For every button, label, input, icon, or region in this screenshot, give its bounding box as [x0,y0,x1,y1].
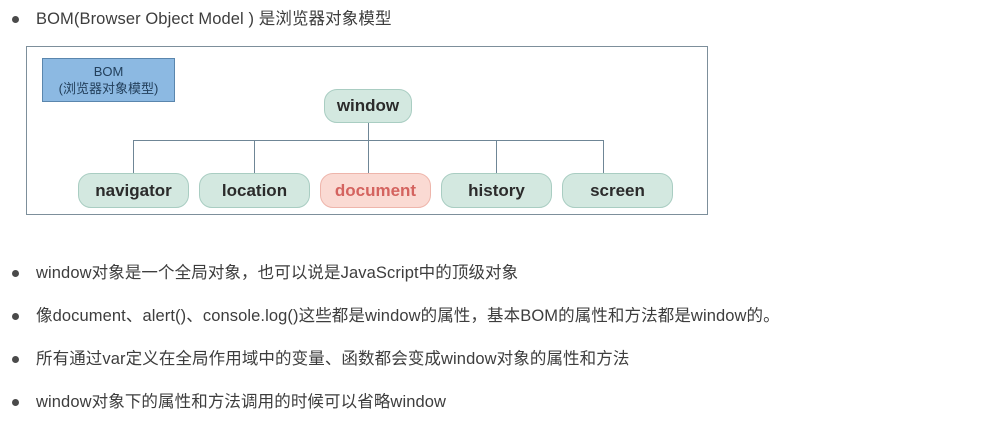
fact-text-3: window对象下的属性和方法调用的时候可以省略window [36,393,447,411]
node-location-label: location [221,180,288,200]
bullet-dot-icon [12,399,19,406]
node-navigator: navigator [78,173,189,208]
lead-bullet-row: BOM(Browser Object Model ) 是浏览器对象模型 [12,7,392,31]
bom-diagram-frame: BOM (浏览器对象模型) window navigator location … [26,46,708,215]
connector-drop-screen [603,140,605,173]
connector-window-stem [367,123,369,141]
bullet-dot-icon [12,270,19,277]
fact-text-0: window对象是一个全局对象，也可以说是JavaScript中的顶级对象 [36,264,519,282]
node-document: document [320,173,431,208]
node-screen: screen [562,173,673,208]
bom-legend-box: BOM (浏览器对象模型) [42,58,175,102]
node-screen-label: screen [590,180,645,200]
node-window-label: window [336,96,400,115]
connector-drop-history [496,140,498,173]
bullet-dot-icon [12,356,19,363]
fact-row-2: 所有通过var定义在全局作用域中的变量、函数都会变成window对象的属性和方法 [12,347,629,371]
fact-text-1: 像document、alert()、console.log()这些都是windo… [36,307,780,325]
node-history: history [441,173,552,208]
node-navigator-label: navigator [95,180,172,200]
fact-row-1: 像document、alert()、console.log()这些都是windo… [12,304,780,328]
connector-drop-navigator [133,140,135,173]
node-history-label: history [468,180,525,200]
connector-drop-location [254,140,256,173]
connector-drop-document [367,140,369,173]
fact-row-0: window对象是一个全局对象，也可以说是JavaScript中的顶级对象 [12,261,518,285]
bom-legend-title: BOM [93,64,124,79]
node-location: location [199,173,310,208]
fact-row-3: window对象下的属性和方法调用的时候可以省略window [12,390,446,414]
bullet-dot-icon [12,313,19,320]
node-document-label: document [334,180,417,200]
fact-text-2: 所有通过var定义在全局作用域中的变量、函数都会变成window对象的属性和方法 [36,350,630,368]
bom-legend-subtitle: (浏览器对象模型) [58,81,159,96]
lead-bullet-text: BOM(Browser Object Model ) 是浏览器对象模型 [36,10,392,28]
node-window: window [324,89,412,123]
bullet-dot-icon [12,16,19,23]
